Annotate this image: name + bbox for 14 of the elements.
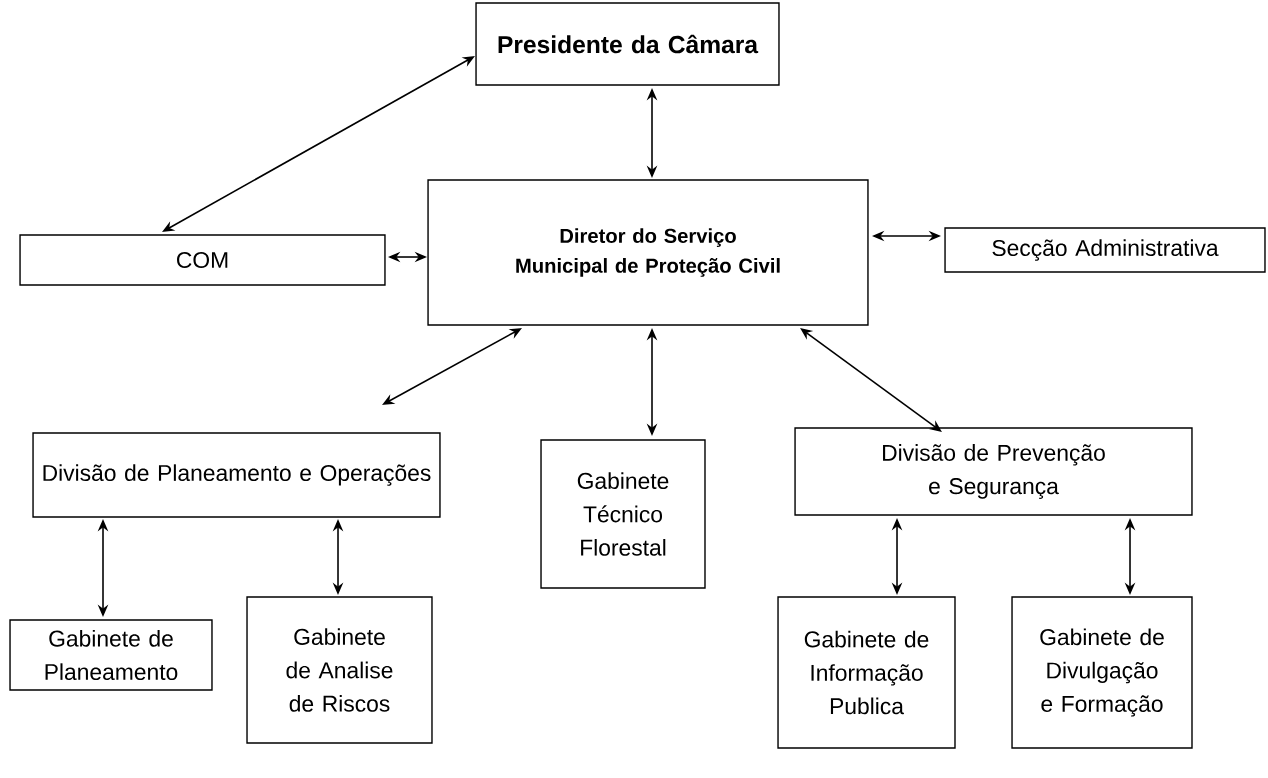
org-box: Gabinete de Planeamento (9, 619, 213, 691)
title-box: Presidente da Câmara (475, 2, 780, 86)
arrow (800, 328, 942, 432)
arrow (382, 328, 522, 405)
org-box: Gabinete Técnico Florestal (540, 439, 706, 589)
org-box: Diretor do Serviço Municipal de Proteção Civil (427, 179, 869, 326)
org-box: Gabinete de Analise de Riscos (246, 596, 433, 744)
org-box: Divisão de Planeamento e Operações (32, 432, 441, 518)
org-box: Gabinete de Divulgação e Formação (1011, 596, 1193, 749)
org-box: Secção Administrativa (944, 227, 1266, 273)
arrow (162, 56, 475, 232)
org-box: Divisão de Prevenção e Segurança (794, 427, 1193, 516)
org-box: COM (19, 234, 386, 286)
org-box: Gabinete de Informação Publica (777, 596, 956, 749)
